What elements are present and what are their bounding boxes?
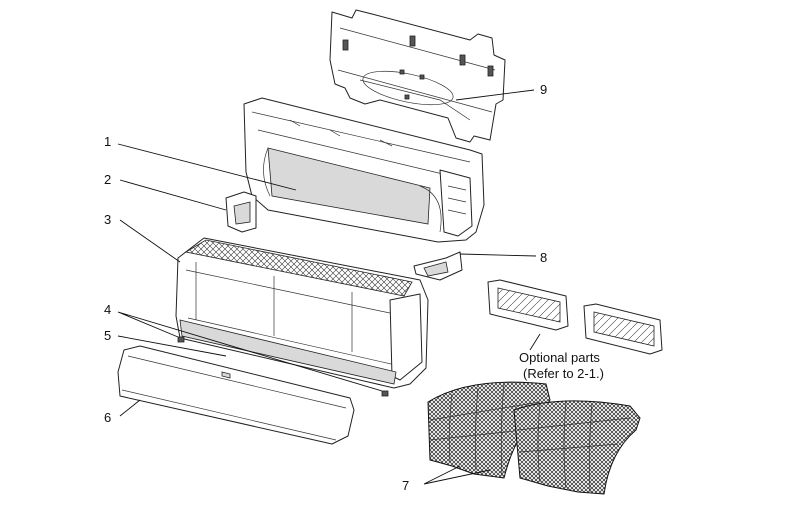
- callout-9: 9: [540, 82, 547, 97]
- main-chassis: [243, 97, 485, 243]
- callout-3: 3: [104, 212, 111, 227]
- mounting-plate: [329, 9, 506, 143]
- callout-1: 1: [104, 134, 111, 149]
- optional-filter-1: [487, 279, 569, 331]
- callout-2: 2: [104, 172, 111, 187]
- refer-note: (Refer to 2-1.): [523, 366, 604, 381]
- front-grille: [175, 237, 429, 389]
- bracket-right: [413, 251, 463, 281]
- front-cover: [117, 345, 355, 445]
- callout-8: 8: [540, 250, 547, 265]
- callout-7: 7: [402, 478, 409, 493]
- optional-filter-2: [583, 303, 663, 355]
- optional-parts-note: Optional parts: [519, 350, 600, 365]
- leader-lines: [117, 89, 541, 485]
- callout-4: 4: [104, 302, 111, 317]
- screws: [177, 336, 389, 397]
- callout-5: 5: [104, 328, 111, 343]
- callout-6: 6: [104, 410, 111, 425]
- air-filter-right: [513, 400, 641, 495]
- bracket-left: [225, 191, 257, 233]
